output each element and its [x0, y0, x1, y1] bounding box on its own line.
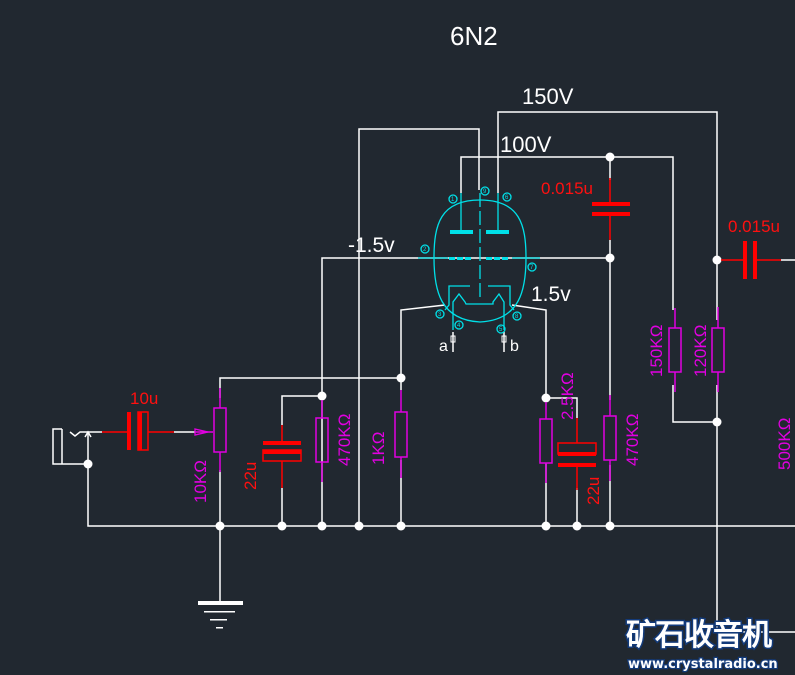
svg-text:4: 4 [457, 323, 461, 329]
jack-sleeve [52, 428, 88, 465]
wire-pot-top [219, 377, 401, 398]
capacitor-10u [102, 411, 174, 451]
junction-dot [572, 521, 582, 531]
r-cathode-right-value: 2.5KΩ [558, 372, 577, 420]
ground-icon [198, 601, 243, 629]
tube-6n2: 1 2 3 4 5 6 7 8 9 [418, 186, 540, 343]
capacitor-22u-right [557, 418, 597, 490]
svg-text:2: 2 [423, 247, 427, 253]
r-plate-2-value: 120KΩ [691, 325, 710, 377]
junction-dot [605, 253, 615, 263]
tube-pins: 1 2 3 4 5 6 7 8 9 [420, 186, 537, 334]
junctions [83, 152, 722, 531]
tube-title: 6N2 [450, 21, 498, 51]
svg-text:3: 3 [438, 312, 442, 318]
cathode-voltage-label: 1.5v [531, 283, 571, 306]
resistor-470k-right [603, 395, 617, 481]
junction-dot [712, 417, 722, 427]
junction-dot [215, 521, 225, 531]
junction-dot [541, 521, 551, 531]
jack-tip-spring [69, 431, 100, 437]
ground-bus [87, 464, 795, 527]
capacitor-0015u-2 [721, 241, 781, 279]
wire-150v-rail [497, 111, 718, 320]
junction-dot [83, 459, 93, 469]
jack-tip-contact [84, 430, 92, 438]
svg-text:1: 1 [451, 197, 455, 203]
c-coupling-1-value: 0.015u [541, 179, 593, 198]
cathode-right [488, 285, 515, 311]
resistor-1k [394, 390, 408, 478]
voltage-100v-label: 100V [500, 132, 552, 157]
c-input-value: 10u [130, 389, 158, 408]
svg-text:8: 8 [515, 314, 519, 320]
resistor-150k [668, 308, 682, 392]
svg-text:6: 6 [505, 195, 509, 201]
c-cathode-right-value: 22u [584, 477, 603, 505]
capacitor-22u-left [262, 425, 302, 488]
junction-dot [541, 393, 551, 403]
heater-filament [452, 292, 505, 330]
r-output-value: 500KΩ [775, 418, 794, 470]
plate-right [486, 230, 509, 234]
resistor-2k5 [539, 402, 553, 483]
svg-text:5: 5 [499, 327, 503, 333]
cathode-left [444, 285, 470, 311]
junction-dot [396, 521, 406, 531]
heater-terminal-b: b [510, 338, 519, 355]
potentiometer-10k[interactable] [194, 388, 227, 472]
wire-c22u-left-top [281, 395, 322, 425]
resistor-470k-left [315, 400, 329, 482]
junction-dot [605, 152, 615, 162]
grid-bias-label: -1.5v [348, 234, 395, 257]
wire-c22u-right-top [546, 397, 578, 418]
junction-dot [354, 521, 364, 531]
r-grid-right-value: 470KΩ [623, 414, 642, 466]
junction-dot [317, 521, 327, 531]
vr-volume-value: 10KΩ [191, 460, 210, 503]
junction-dot [396, 373, 406, 383]
wire-cathode-right [511, 304, 547, 398]
watermark-logo: 矿石收音机 www.crystalradio.cn [625, 617, 779, 674]
svg-text:7: 7 [530, 265, 534, 271]
capacitor-0015u-1 [592, 178, 630, 240]
watermark-url: www.crystalradio.cn [628, 657, 778, 672]
watermark-name: 矿石收音机 [626, 618, 772, 653]
r-grid-left-value: 470KΩ [335, 414, 354, 466]
wires [52, 111, 795, 633]
wire-100v-plate [460, 156, 674, 310]
plate-left [450, 230, 473, 234]
junction-dot [277, 521, 287, 531]
voltage-150v-label: 150V [522, 84, 574, 109]
junction-dot [317, 391, 327, 401]
r-cathode-left-value: 1KΩ [369, 431, 388, 465]
svg-text:9: 9 [483, 189, 487, 195]
junction-dot [605, 521, 615, 531]
tube-envelope [433, 199, 527, 323]
wire-cathode-left [400, 304, 446, 390]
wire-heater-a [358, 128, 480, 526]
r-plate-1-value: 150KΩ [647, 325, 666, 377]
wire-plate-join [672, 385, 717, 423]
heater-terminal-a: a [439, 338, 448, 355]
junction-dot [712, 255, 722, 265]
c-coupling-2-value: 0.015u [728, 217, 780, 236]
resistor-120k [711, 307, 725, 392]
c-bypass-left-value: 22u [241, 462, 260, 490]
